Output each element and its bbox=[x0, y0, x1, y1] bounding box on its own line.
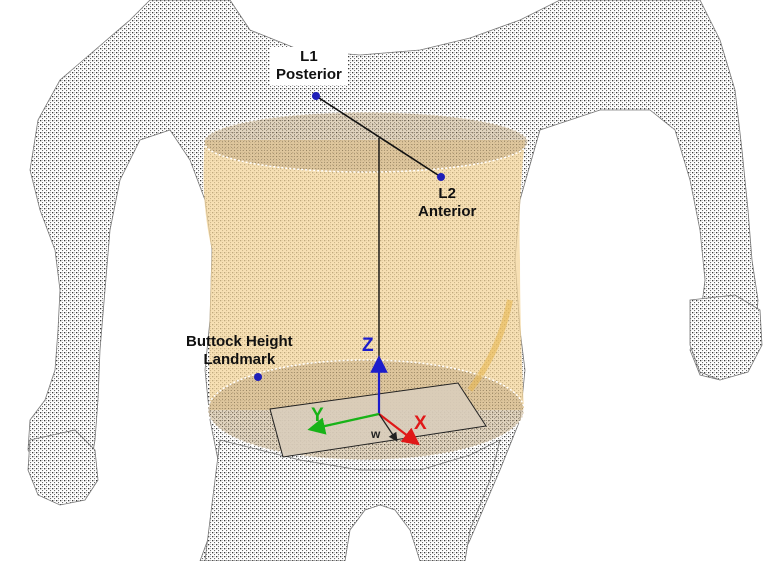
right-hand-mesh bbox=[690, 295, 762, 380]
l1-label: L1 Posterior bbox=[270, 47, 348, 85]
l2-label-line2: Anterior bbox=[418, 203, 476, 221]
w-vector-label: w bbox=[371, 428, 380, 440]
z-axis-label: Z bbox=[362, 336, 374, 356]
x-axis-label: X bbox=[414, 414, 427, 434]
y-axis-label: Y bbox=[311, 406, 324, 426]
l2-label-line1: L2 bbox=[418, 185, 476, 203]
upper-cross-section bbox=[204, 112, 528, 172]
l2-label: L2 Anterior bbox=[418, 185, 476, 221]
buttock-label-line2: Landmark bbox=[186, 351, 293, 369]
l1-posterior-dot bbox=[312, 92, 320, 100]
buttock-label-line1: Buttock Height bbox=[186, 333, 293, 351]
l1-label-line2: Posterior bbox=[276, 66, 342, 84]
l1-label-line1: L1 bbox=[276, 48, 342, 66]
buttock-label: Buttock Height Landmark bbox=[186, 333, 293, 369]
l2-anterior-dot bbox=[437, 173, 445, 181]
buttock-landmark-dot bbox=[254, 373, 262, 381]
